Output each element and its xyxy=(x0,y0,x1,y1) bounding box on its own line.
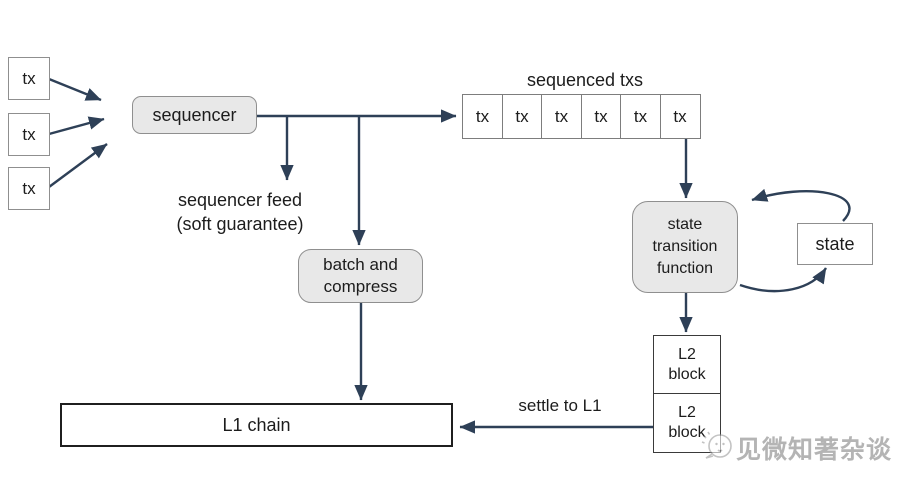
arrow-state-to-stf-curve xyxy=(751,188,851,222)
sequenced-tx-cell: tx xyxy=(541,94,582,139)
sequenced-tx-cell: tx xyxy=(501,94,543,139)
tx-label: tx xyxy=(22,124,36,144)
l1-chain-box: L1 chain xyxy=(60,403,453,447)
l2-block-1: L2 block xyxy=(653,335,721,394)
tx-label: tx xyxy=(22,68,36,88)
sequenced-tx-cell: tx xyxy=(462,94,503,139)
l1-chain-label: L1 chain xyxy=(222,414,291,435)
sequencer-box: sequencer xyxy=(132,96,257,134)
tx-box-1: tx xyxy=(8,57,50,100)
sequenced-tx-cell: tx xyxy=(659,94,701,139)
sequenced-txs-title: sequenced txs xyxy=(526,70,644,90)
watermark-logo-icon xyxy=(701,431,732,459)
state-transition-function-box: state transition function xyxy=(632,201,738,293)
state-box: state xyxy=(797,223,873,265)
watermark-text: 见微知著杂谈 xyxy=(736,436,893,464)
sequencer-label: sequencer xyxy=(152,104,237,125)
tx-box-3: tx xyxy=(8,167,50,210)
settle-to-l1-label: settle to L1 xyxy=(518,396,602,415)
sequenced-txs-row: tx tx tx tx tx tx xyxy=(462,94,701,139)
sequenced-tx-cell: tx xyxy=(580,94,622,139)
sequencer-feed-label: sequencer feed (soft guarantee) xyxy=(176,190,304,234)
sequenced-tx-cell: tx xyxy=(620,94,661,139)
state-label: state xyxy=(815,233,855,254)
arrow-tx3-to-sequencer xyxy=(48,143,108,188)
batch-compress-box: batch and compress xyxy=(298,249,423,303)
arrow-tx2-to-sequencer xyxy=(48,116,105,136)
arrow-stf-to-state-curve xyxy=(739,267,828,293)
tx-label: tx xyxy=(22,178,36,198)
arrow-tx1-to-sequencer xyxy=(48,77,102,102)
tx-box-2: tx xyxy=(8,113,50,156)
